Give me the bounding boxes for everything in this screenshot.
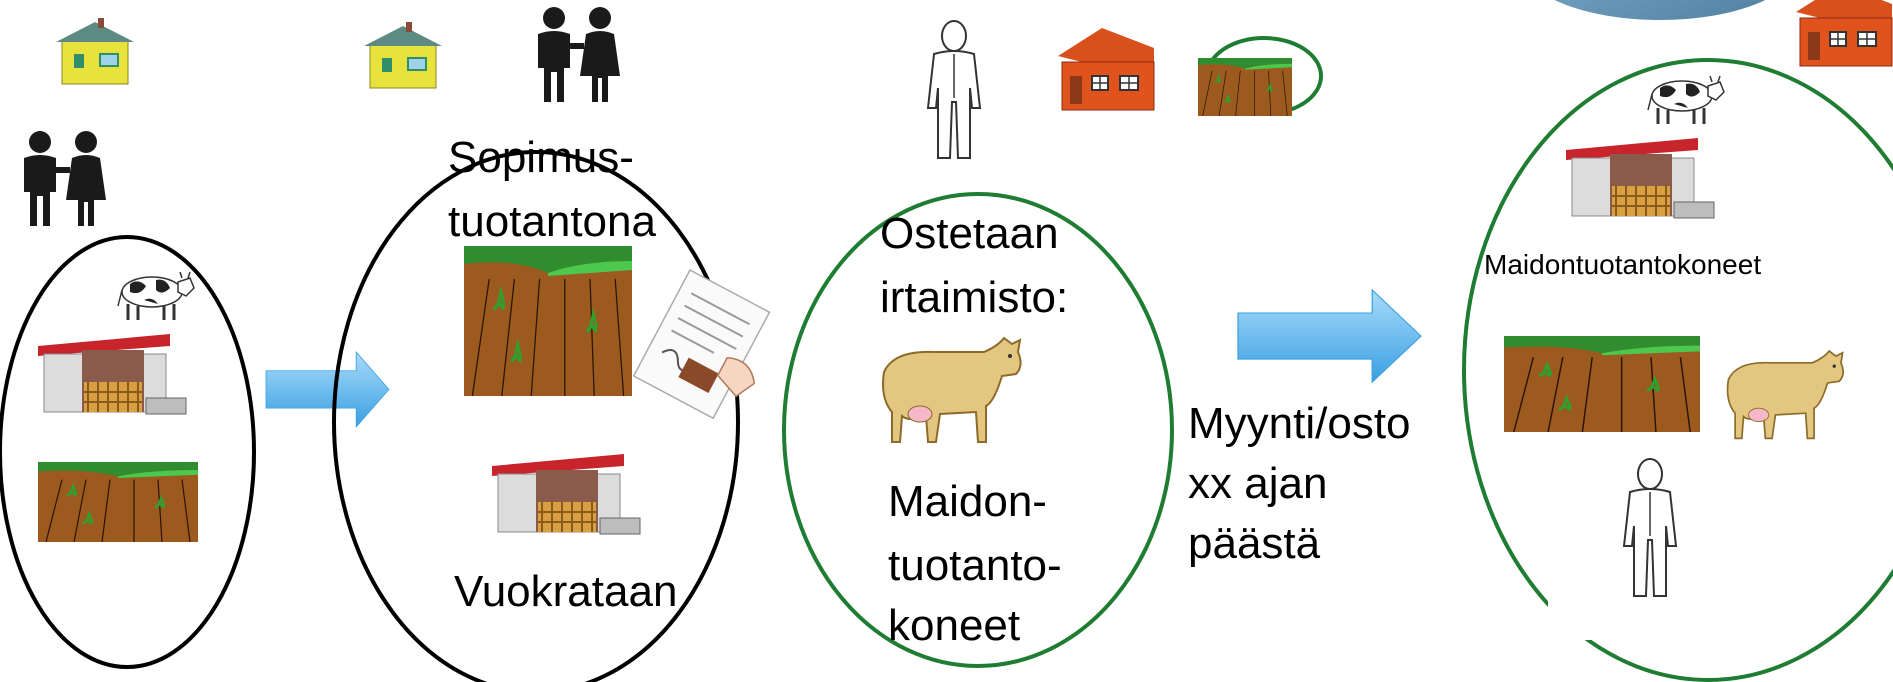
cow-icon <box>116 270 196 322</box>
field-icon <box>1502 334 1702 434</box>
couple-icon <box>24 131 106 226</box>
machines-label-line3: koneet <box>888 601 1021 650</box>
house-icon <box>55 17 135 85</box>
rent-label: Vuokrataan <box>454 567 678 616</box>
barn-icon <box>37 333 187 415</box>
field-icon <box>36 460 200 544</box>
buy-label-line1: Ostetaan <box>880 209 1059 258</box>
contract-label-line1: Sopimus- <box>448 133 634 182</box>
orange-house-icon <box>1057 27 1155 111</box>
stage4-ellipse <box>1462 58 1893 682</box>
stage2-ellipse <box>332 150 740 682</box>
machines-label-line1: Maidon- <box>888 477 1047 526</box>
barn-icon <box>1565 137 1715 219</box>
machines-label-line2: tuotanto- <box>888 541 1062 590</box>
final-machines-label: Maidontuotantokoneet <box>1484 249 1762 280</box>
man-icon <box>927 20 981 159</box>
couple-icon <box>538 7 620 102</box>
sale-label-line1: Myynti/osto <box>1188 399 1411 448</box>
sale-label-line3: päästä <box>1188 519 1321 568</box>
contract-label-line2: tuotantona <box>448 197 656 246</box>
field-icon <box>464 246 632 396</box>
contract-stamp-icon <box>632 268 771 420</box>
sale-label-line2: xx ajan <box>1188 459 1328 508</box>
arrow-right-icon <box>265 351 390 428</box>
cow-icon <box>1646 74 1726 126</box>
barn-icon <box>491 453 641 535</box>
brown-cow-icon <box>882 337 1022 443</box>
stage3-ellipse <box>782 192 1174 668</box>
stage1-ellipse <box>0 235 256 669</box>
arrow-right-icon <box>1237 289 1422 383</box>
brown-cow-icon <box>1726 350 1844 440</box>
field-icon <box>1197 57 1293 117</box>
globe-photo-icon <box>1545 0 1775 24</box>
house-icon <box>363 21 443 89</box>
orange-house-icon <box>1795 0 1893 67</box>
buy-label-line2: irtaimisto: <box>880 273 1069 322</box>
